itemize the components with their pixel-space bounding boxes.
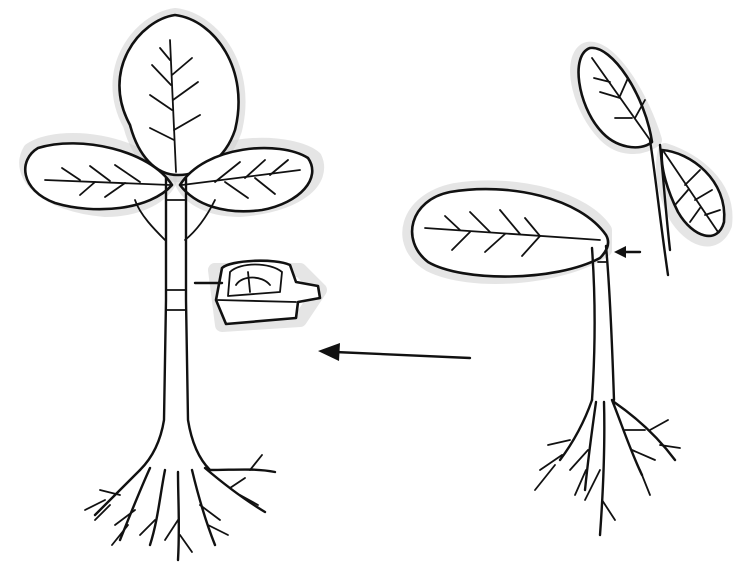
main-arrow: [318, 343, 470, 361]
young-seedling: [409, 187, 680, 535]
excised-segment: [195, 261, 320, 325]
seedling-roots: [535, 400, 680, 535]
arrow-left-icon: [318, 343, 340, 361]
left-plant-roots: [85, 455, 275, 560]
